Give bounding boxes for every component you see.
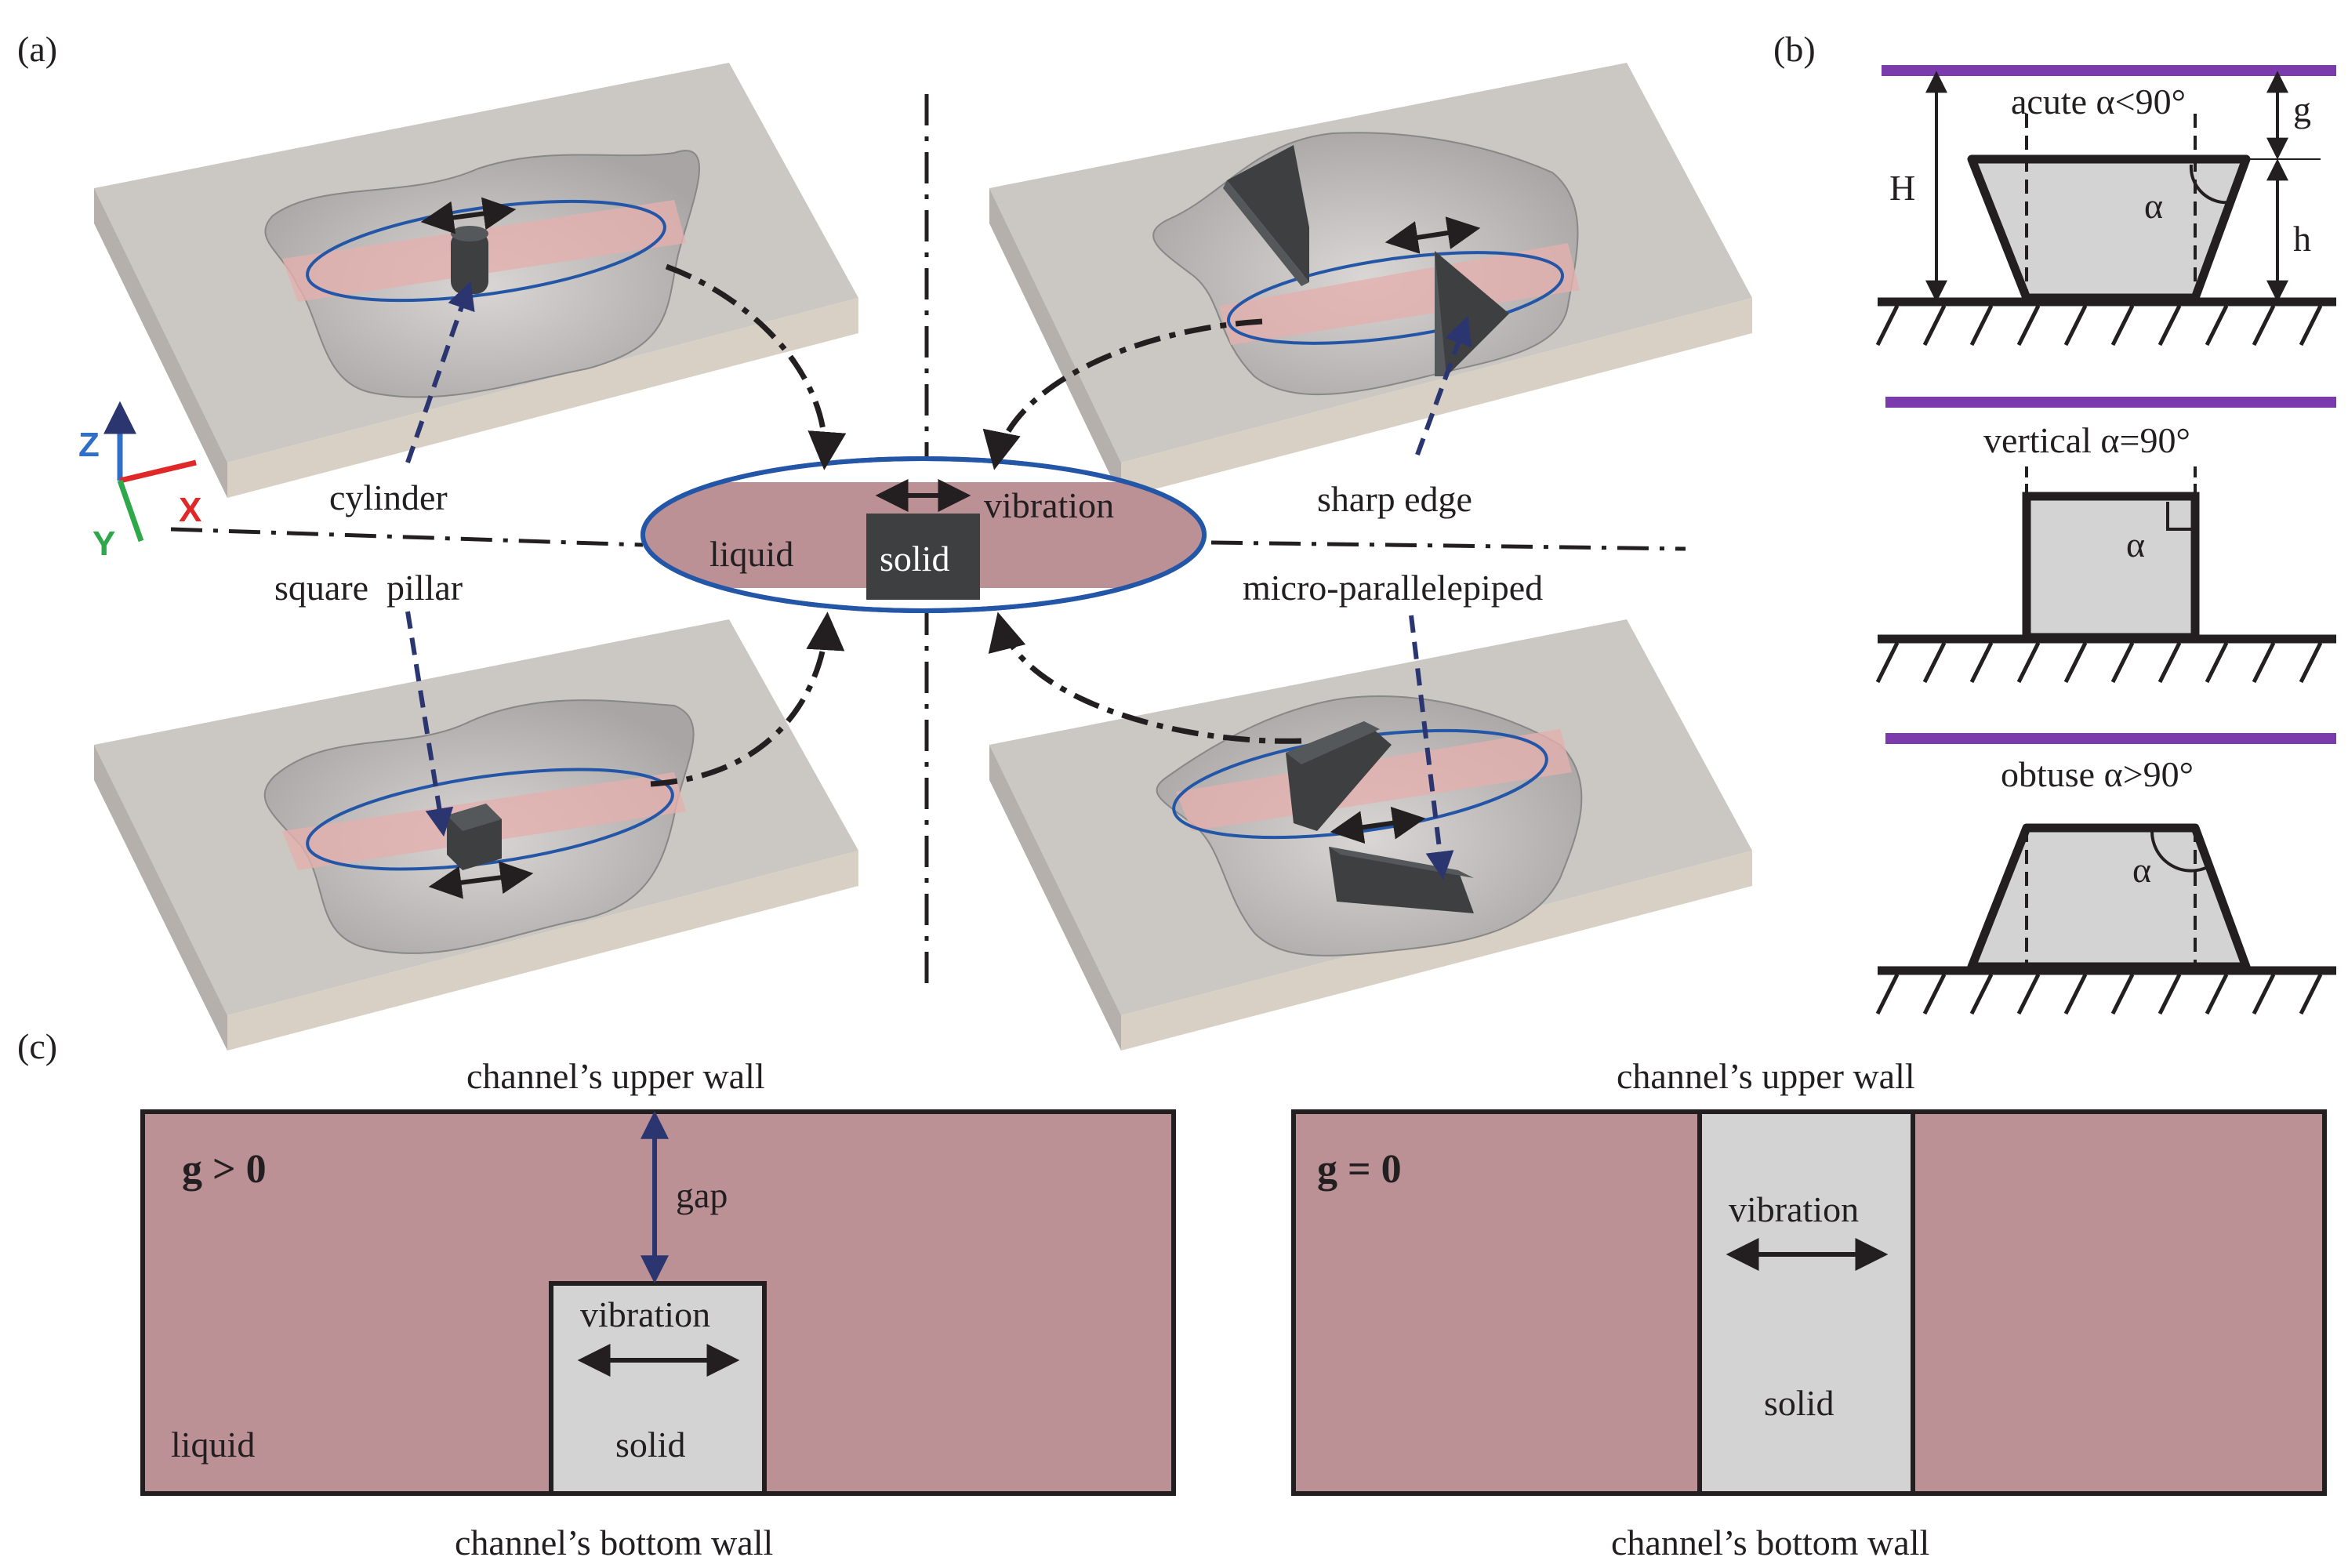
micro-parallelepiped-label: micro-parallelepiped — [1243, 568, 1543, 608]
panel-c-label: (c) — [17, 1026, 57, 1066]
panel-a-label: (a) — [17, 29, 57, 69]
acute-alpha-label: α — [2144, 186, 2163, 226]
left-solid-label: solid — [615, 1425, 685, 1465]
vertical-profile: vertical α=90° α — [1875, 397, 2336, 684]
right-condition-label: g = 0 — [1317, 1147, 1402, 1192]
left-vibration-label: vibration — [580, 1294, 710, 1334]
square-pillar-label: square pillar — [274, 568, 463, 608]
panel-b-label: (b) — [1773, 29, 1816, 69]
right-upper-wall-label: channel’s upper wall — [1617, 1056, 1915, 1096]
right-bottom-wall-label: channel’s bottom wall — [1611, 1523, 1929, 1563]
left-condition-label: g > 0 — [182, 1147, 267, 1192]
sharp-edge-label: sharp edge — [1317, 479, 1472, 519]
obtuse-alpha-label: α — [2132, 850, 2151, 890]
vertical-label: vertical α=90° — [1983, 420, 2190, 460]
cylinder-label: cylinder — [329, 477, 448, 517]
block-micro-parallelepiped — [989, 619, 1752, 1051]
obtuse-label: obtuse α>90° — [2001, 754, 2194, 794]
block-sharp-edge — [989, 63, 1752, 498]
axis-z-label: Z — [78, 426, 100, 464]
gap-label: gap — [676, 1175, 728, 1215]
left-liquid-label: liquid — [171, 1425, 255, 1465]
right-vibration-label: vibration — [1729, 1189, 1859, 1229]
coordinate-axes: Z X Y — [78, 401, 201, 563]
H-label: H — [1889, 168, 1915, 208]
vertical-alpha-label: α — [2126, 524, 2145, 564]
center-vibration-label: vibration — [984, 485, 1114, 525]
axis-x-label: X — [179, 491, 201, 529]
channel-gap-zero: channel’s upper wall channel’s bottom wa… — [1291, 1056, 2327, 1563]
left-upper-wall-label: channel’s upper wall — [466, 1056, 765, 1096]
acute-profile: acute α<90° H g h α — [1875, 65, 2336, 347]
axis-y-label: Y — [93, 524, 115, 563]
division-lines — [170, 94, 1686, 988]
g-label: g — [2293, 89, 2311, 129]
center-solid-label: solid — [880, 539, 949, 579]
channel-gap-positive: channel’s upper wall channel’s bottom wa… — [140, 1056, 1176, 1563]
block-cylinder — [94, 63, 858, 498]
block-square-pillar — [94, 619, 858, 1051]
shape-pointer-arrows — [405, 281, 1472, 880]
center-liquid-label: liquid — [709, 534, 793, 574]
left-bottom-wall-label: channel’s bottom wall — [455, 1523, 773, 1563]
connector-arrows — [650, 263, 1302, 787]
h-label: h — [2293, 219, 2311, 259]
center-solid-block — [866, 514, 980, 600]
center-ellipse: liquid solid vibration — [641, 456, 1207, 613]
obtuse-profile: obtuse α>90° α — [1875, 733, 2336, 1015]
right-solid-label: solid — [1764, 1383, 1834, 1423]
acute-label: acute α<90° — [2011, 82, 2186, 122]
